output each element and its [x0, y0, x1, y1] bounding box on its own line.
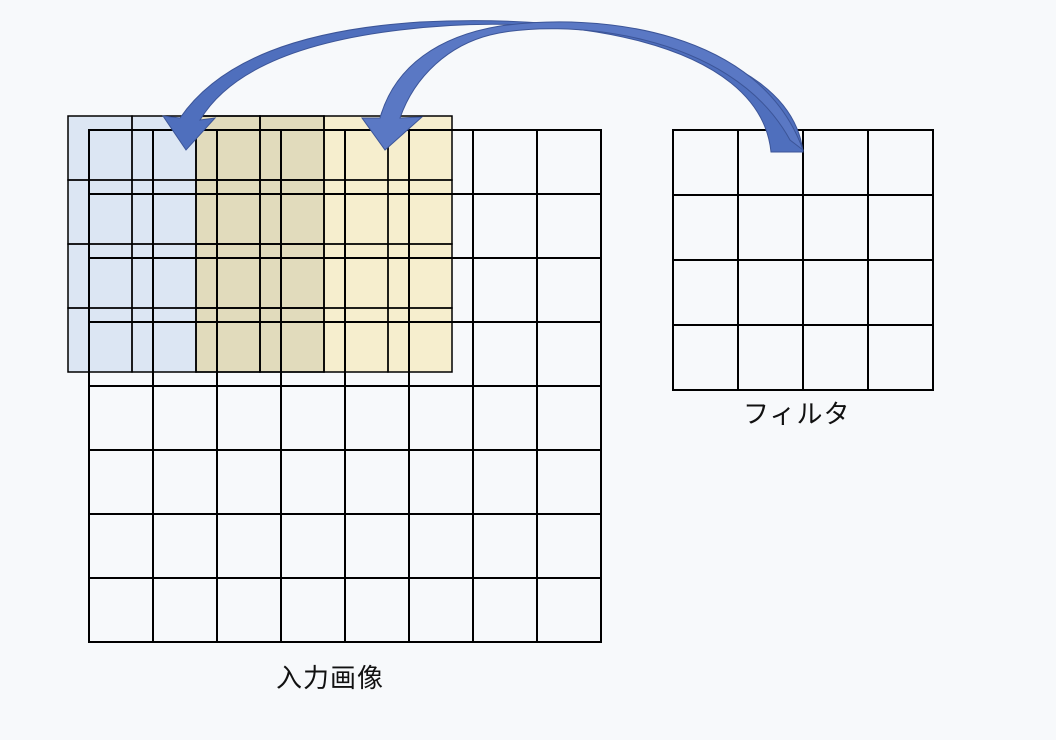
- filter-cell: [737, 194, 804, 261]
- input-image-cell: [344, 577, 410, 643]
- input-image-label: 入力画像: [276, 664, 385, 694]
- input-image-cell: [472, 513, 538, 579]
- filter-cell: [737, 259, 804, 326]
- input-image-cell: [152, 449, 218, 515]
- input-image-cell: [88, 449, 154, 515]
- input-image-cell: [88, 577, 154, 643]
- input-image-cell: [216, 449, 282, 515]
- input-image-cell: [344, 449, 410, 515]
- filter-cell: [737, 324, 804, 391]
- input-image-cell: [472, 321, 538, 387]
- filter-cell: [867, 194, 934, 261]
- input-image-cell: [536, 321, 602, 387]
- arrow-to-window-2: [361, 21, 805, 152]
- input-image-cell: [536, 449, 602, 515]
- input-image-cell: [472, 385, 538, 451]
- input-image-cell: [344, 513, 410, 579]
- input-image-cell: [536, 513, 602, 579]
- input-image-cell: [88, 513, 154, 579]
- filter-cell: [672, 129, 739, 196]
- input-image-cell: [216, 385, 282, 451]
- filter-cell: [867, 129, 934, 196]
- input-image-cell: [408, 449, 474, 515]
- filter-grid: [672, 129, 934, 391]
- input-image-cell: [536, 193, 602, 259]
- filter-cell: [802, 259, 869, 326]
- input-image-cell: [152, 385, 218, 451]
- input-image-cell: [472, 577, 538, 643]
- input-image-cell: [472, 129, 538, 195]
- filter-cell: [867, 259, 934, 326]
- input-image-cell: [280, 577, 346, 643]
- filter-cell: [672, 259, 739, 326]
- input-image-cell: [408, 513, 474, 579]
- input-image-cell: [216, 577, 282, 643]
- input-image-cell: [344, 385, 410, 451]
- input-image-cell: [472, 449, 538, 515]
- input-image-cell: [536, 385, 602, 451]
- input-image-cell: [408, 385, 474, 451]
- input-image-cell: [152, 577, 218, 643]
- filter-cell: [802, 129, 869, 196]
- filter-cell: [802, 194, 869, 261]
- input-image-cell: [472, 193, 538, 259]
- filter-cell: [802, 324, 869, 391]
- input-image-cell: [216, 513, 282, 579]
- input-image-cell: [280, 449, 346, 515]
- filter-window-position-2-cell: [387, 307, 453, 373]
- input-image-cell: [536, 129, 602, 195]
- filter-window-grids: [67, 115, 453, 373]
- input-image-cell: [408, 577, 474, 643]
- input-image-cell: [472, 257, 538, 323]
- filter-cell: [672, 194, 739, 261]
- filter-label: フィルタ: [743, 400, 851, 430]
- filter-cell: [672, 324, 739, 391]
- arrows: [161, 20, 805, 153]
- input-image-cell: [536, 577, 602, 643]
- input-image-cell: [536, 257, 602, 323]
- filter-cell: [867, 324, 934, 391]
- input-image-cell: [280, 513, 346, 579]
- input-image-cell: [152, 513, 218, 579]
- input-image-cell: [88, 385, 154, 451]
- input-image-cell: [280, 385, 346, 451]
